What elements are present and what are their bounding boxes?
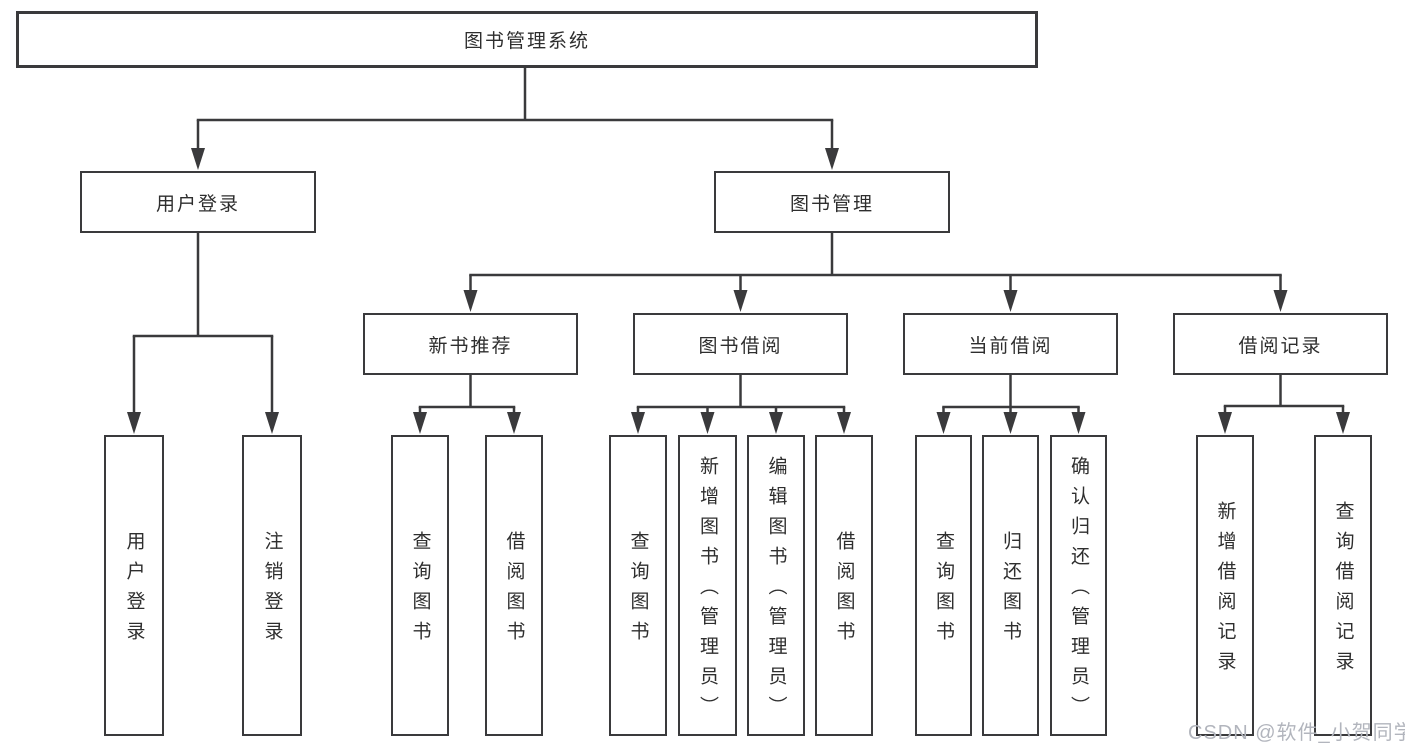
node-book-borrow: 图书借阅: [633, 313, 848, 375]
node-borrow-records: 借阅记录: [1173, 313, 1388, 375]
node-book-management: 图书管理: [714, 171, 950, 233]
leaf-current-return-books: 归还图书: [982, 435, 1039, 736]
leaf-borrow-add-books: 新增图书（管理员）: [678, 435, 737, 736]
node-label: 确认归还（管理员）: [1068, 456, 1089, 726]
leaf-recommend-borrow-books: 借阅图书: [485, 435, 543, 736]
node-label: 用户登录: [155, 193, 240, 215]
leaf-current-confirm-return: 确认归还（管理员）: [1050, 435, 1107, 736]
node-label: 图书借阅: [698, 335, 783, 357]
leaf-recommend-query-books: 查询图书: [391, 435, 449, 736]
node-label: 查询借阅记录: [1332, 501, 1354, 681]
node-label: 注销登录: [261, 531, 283, 651]
leaf-records-query-record: 查询借阅记录: [1314, 435, 1372, 736]
node-label: 查询图书: [933, 531, 954, 651]
node-label: 新增借阅记录: [1214, 501, 1236, 681]
node-label: 归还图书: [1000, 531, 1021, 651]
watermark: CSDN @软件_小贺同学: [1188, 722, 1405, 744]
node-label: 借阅图书: [833, 531, 855, 651]
node-label: 新书推荐: [428, 335, 513, 357]
node-label: 编辑图书（管理员）: [765, 456, 787, 726]
leaf-current-query-books: 查询图书: [915, 435, 972, 736]
node-label: 图书管理系统: [463, 31, 590, 52]
node-user-login: 用户登录: [80, 171, 316, 233]
node-label: 借阅记录: [1238, 335, 1323, 357]
node-label: 查询图书: [409, 531, 431, 651]
node-label: 用户登录: [123, 531, 145, 651]
leaf-logout: 注销登录: [242, 435, 302, 736]
leaf-records-add-record: 新增借阅记录: [1196, 435, 1254, 736]
node-label: 新增图书（管理员）: [697, 456, 718, 726]
node-label: 图书管理: [789, 193, 874, 215]
node-root: 图书管理系统: [16, 11, 1038, 68]
node-new-book-recommend: 新书推荐: [363, 313, 578, 375]
leaf-user-login: 用户登录: [104, 435, 164, 736]
node-label: 借阅图书: [503, 531, 525, 651]
node-current-borrow: 当前借阅: [903, 313, 1118, 375]
node-label: 查询图书: [627, 531, 649, 651]
node-label: 当前借阅: [968, 335, 1053, 357]
leaf-borrow-borrow-books: 借阅图书: [815, 435, 873, 736]
leaf-borrow-query-books: 查询图书: [609, 435, 667, 736]
leaf-borrow-edit-books: 编辑图书（管理员）: [747, 435, 805, 736]
